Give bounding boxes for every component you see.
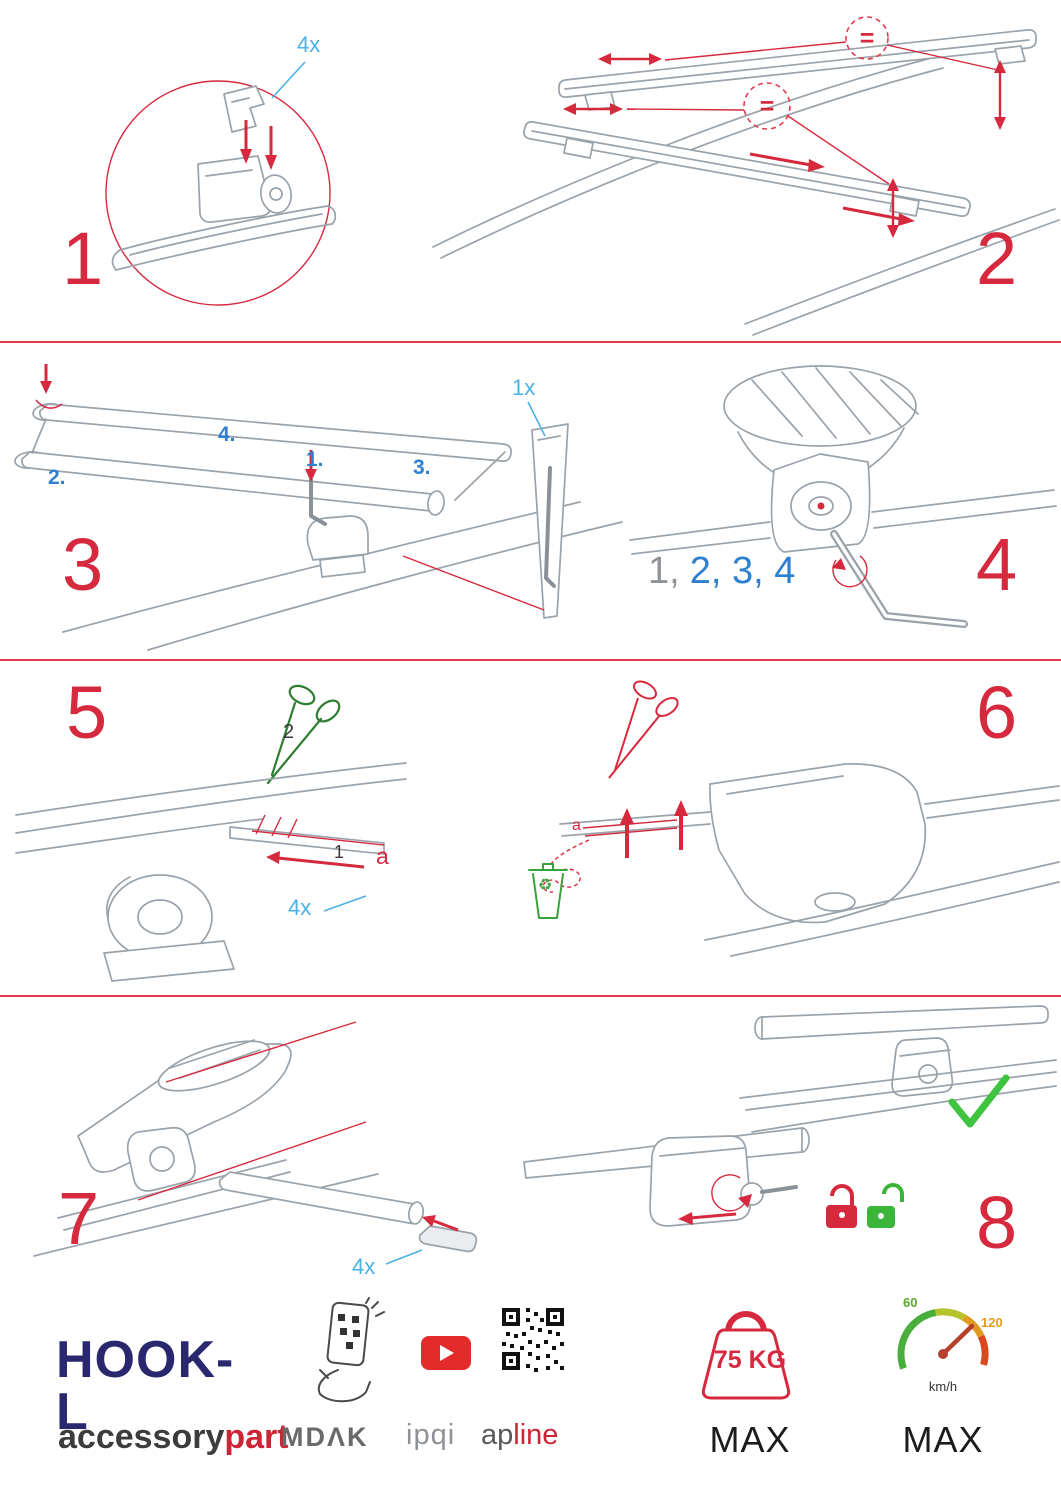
- step-number-8: 8: [976, 1181, 1018, 1264]
- phone-qr-scan-icon: [317, 1297, 385, 1403]
- speed-unit-label: km/h: [928, 1379, 958, 1394]
- logo-apline: apline: [481, 1421, 558, 1450]
- check-icon: [948, 1074, 1010, 1128]
- step-number-7: 7: [58, 1177, 100, 1260]
- section-divider-1: [0, 341, 1061, 343]
- strip-a-label: a: [376, 843, 389, 869]
- qr-code: [502, 1308, 564, 1372]
- product-name: HOOK-L: [56, 1331, 235, 1441]
- brand-gray-part: accessory: [58, 1418, 225, 1456]
- sequence-done: 1,: [648, 550, 680, 592]
- step-5-illustration: [15, 684, 407, 982]
- substep-2-label: 2.: [48, 466, 66, 489]
- step-8-illustration: [523, 1005, 1057, 1228]
- quantity-label-4x: 4x: [352, 1254, 376, 1279]
- quantity-label-4x: 4x: [288, 895, 312, 920]
- equal-spacing-label-mid: =: [759, 92, 775, 121]
- logo-ipqi: ipqi: [406, 1419, 456, 1451]
- substep-1-label: 1.: [306, 448, 324, 471]
- quantity-label-1x: 1x: [512, 375, 536, 400]
- locked-padlock-icon: [826, 1184, 857, 1228]
- quantity-label-4x: 4x: [297, 32, 321, 57]
- max-weight-icon: [701, 1311, 791, 1400]
- step-4-illustration: [629, 365, 1057, 628]
- max-weight-label: MAX: [709, 1419, 791, 1460]
- pull-order-label: 1: [334, 842, 345, 862]
- brand-red-part: part: [224, 1418, 289, 1456]
- strip-a-label: a: [572, 817, 581, 834]
- step-6-illustration: [528, 680, 1060, 957]
- max-speed-label: MAX: [902, 1419, 984, 1460]
- speed-high-label: 120: [981, 1315, 1003, 1330]
- recycle-icon: ♻: [538, 877, 553, 894]
- section-divider-2: [0, 659, 1061, 661]
- speed-low-label: 60: [903, 1295, 918, 1310]
- step-number-4: 4: [976, 523, 1018, 606]
- logo-mdak: MDΛK: [281, 1422, 369, 1452]
- logo-ap-gray: ap: [481, 1419, 514, 1451]
- step-number-5: 5: [66, 671, 108, 754]
- step-number-1: 1: [62, 217, 104, 300]
- sequence-progress-label: 1,2, 3, 4: [648, 552, 795, 590]
- logo-ap-red: line: [513, 1419, 559, 1451]
- step-number-2: 2: [976, 217, 1018, 300]
- youtube-icon: [421, 1336, 471, 1370]
- section-divider-3: [0, 995, 1061, 997]
- unlocked-padlock-icon: [867, 1183, 904, 1228]
- step-2-illustration: [432, 16, 1060, 336]
- substep-4-label: 4.: [218, 423, 236, 446]
- sequence-remaining: 2, 3, 4: [689, 550, 796, 592]
- max-weight-value: 75 KG: [713, 1346, 787, 1374]
- substep-3-label: 3.: [413, 456, 431, 479]
- equal-spacing-label-top: =: [859, 24, 875, 53]
- step-3-illustration: [14, 364, 623, 651]
- brand-logo: accessorypart: [58, 1420, 289, 1454]
- step-number-3: 3: [62, 523, 104, 606]
- step-1-illustration: [105, 61, 337, 306]
- step-number-6: 6: [976, 671, 1018, 754]
- cut-order-label: 2: [283, 721, 295, 743]
- step-7-illustration: [33, 1021, 478, 1265]
- speedometer-icon: [897, 1308, 989, 1370]
